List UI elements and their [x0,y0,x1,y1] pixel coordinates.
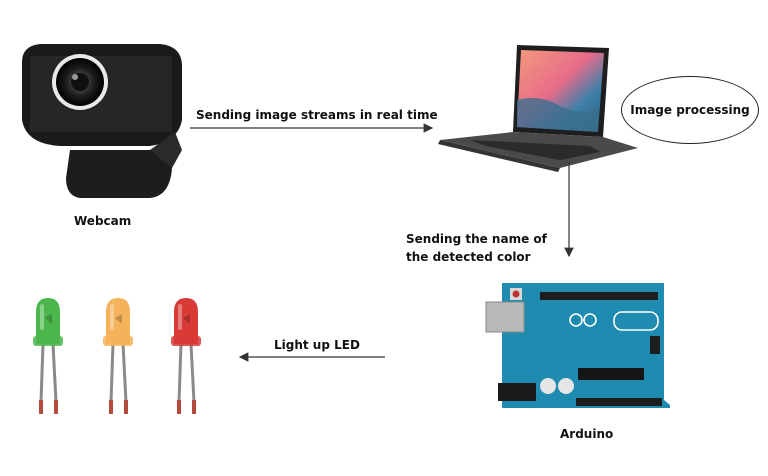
laptop-icon [438,45,638,172]
image-processing-label: Image processing [630,103,750,117]
arduino-board-icon [485,283,670,408]
label-light-up-led: Light up LED [274,338,360,352]
webcam-label: Webcam [74,214,132,228]
led-orange-icon [103,298,133,414]
image-processing-node: Image processing [621,76,759,144]
label-detected-color-2: the detected color [406,250,531,264]
arduino-label: Arduino [560,427,614,441]
label-detected-color-1: Sending the name of [406,232,547,246]
led-green-icon [33,298,63,414]
webcam-icon [22,44,182,198]
led-red-icon [171,298,201,414]
label-image-streams: Sending image streams in real time [196,108,438,122]
